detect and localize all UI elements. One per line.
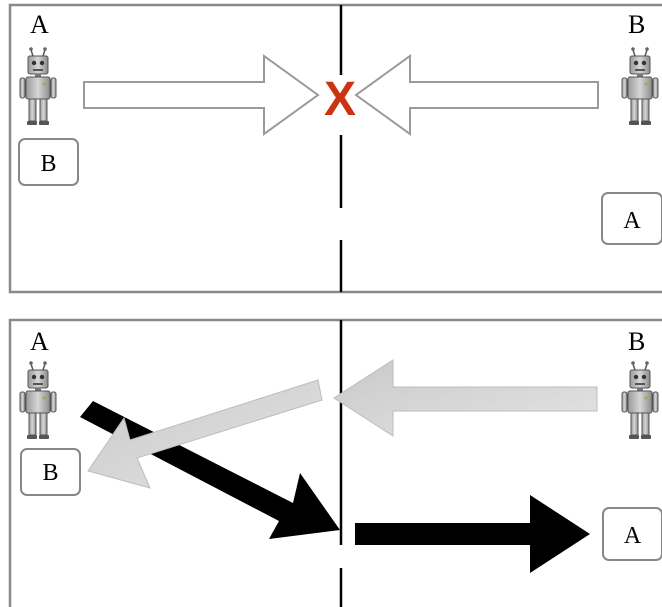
- target-box-a-label: A: [624, 523, 642, 549]
- black-arrow-path: [80, 401, 590, 573]
- robot-a-icon: [19, 360, 57, 440]
- target-box-a-label: A: [623, 208, 641, 234]
- target-box-b: B: [18, 138, 79, 186]
- black-arrow-horizontal: [355, 495, 590, 573]
- hollow-arrow-left: [354, 54, 599, 136]
- robot-b-icon: [621, 46, 659, 126]
- panel-frame: [8, 3, 662, 294]
- panel-top: A B B A X: [8, 3, 662, 294]
- robot-b-icon: [621, 360, 659, 440]
- panel-bottom: A B B A: [8, 318, 662, 607]
- robot-a-icon: [19, 46, 57, 126]
- target-box-b-label: B: [42, 460, 58, 486]
- grey-arrow-diagonal: [87, 379, 323, 489]
- target-box-a: A: [602, 507, 662, 561]
- target-box-a: A: [601, 192, 662, 245]
- collision-mark: X: [324, 73, 356, 126]
- target-box-b: B: [20, 448, 81, 496]
- robot-a-label: A: [30, 327, 49, 356]
- hollow-arrow-right: [83, 54, 320, 136]
- grey-arrow-horizontal: [333, 359, 598, 437]
- robot-b-label: B: [628, 10, 645, 39]
- grey-arrow-path: [87, 359, 598, 489]
- robot-a-label: A: [30, 10, 49, 39]
- target-box-b-label: B: [40, 151, 56, 177]
- robot-b-label: B: [628, 327, 645, 356]
